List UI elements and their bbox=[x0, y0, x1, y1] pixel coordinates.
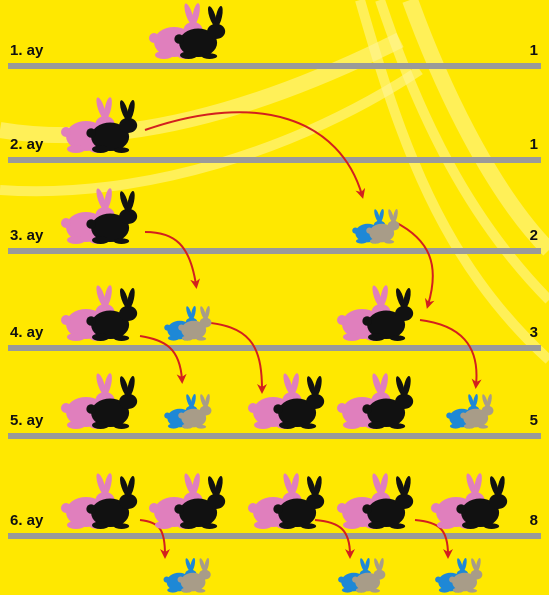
month-label-4: 4. ay bbox=[10, 325, 43, 340]
adult-pair-6 bbox=[337, 285, 413, 341]
ground-line-2 bbox=[8, 157, 541, 163]
adult-pair-1 bbox=[61, 97, 137, 153]
month-label-6: 6. ay bbox=[10, 513, 43, 528]
pair-count-5: 5 bbox=[508, 413, 538, 428]
baby-pair-bottom-1 bbox=[338, 558, 385, 593]
pair-count-4: 3 bbox=[508, 325, 538, 340]
adult-pair-7 bbox=[61, 373, 137, 429]
month-label-3: 3. ay bbox=[10, 228, 43, 243]
month-label-5: 5. ay bbox=[10, 413, 43, 428]
adult-pair-10 bbox=[337, 373, 413, 429]
arrow-3 bbox=[140, 336, 182, 380]
ground-line-6 bbox=[8, 533, 541, 539]
adult-pair-9 bbox=[248, 373, 324, 429]
baby-pair-5 bbox=[164, 306, 211, 341]
pair-count-2: 1 bbox=[508, 137, 538, 152]
baby-pair-bottom-0 bbox=[164, 558, 211, 593]
ground-line-3 bbox=[8, 248, 541, 254]
baby-pair-11 bbox=[446, 394, 493, 429]
adult-pair-13 bbox=[149, 473, 225, 529]
adult-pair-15 bbox=[337, 473, 413, 529]
arrow-4 bbox=[200, 322, 262, 390]
adult-pair-12 bbox=[61, 473, 137, 529]
pair-count-6: 8 bbox=[508, 513, 538, 528]
ground-line-4 bbox=[8, 345, 541, 351]
baby-pair-bottom-2 bbox=[435, 558, 482, 593]
background-swirls bbox=[0, 0, 549, 360]
baby-pair-3 bbox=[352, 209, 399, 244]
adult-pair-0 bbox=[149, 3, 225, 59]
pair-count-1: 1 bbox=[508, 43, 538, 58]
ground-line-5 bbox=[8, 433, 541, 439]
pair-count-3: 2 bbox=[508, 228, 538, 243]
arrow-1 bbox=[145, 232, 196, 285]
baby-pair-8 bbox=[164, 394, 211, 429]
arrow-5 bbox=[420, 320, 477, 385]
adult-pair-2 bbox=[61, 188, 137, 244]
ground-line-1 bbox=[8, 63, 541, 69]
month-label-1: 1. ay bbox=[10, 43, 43, 58]
adult-pair-4 bbox=[61, 285, 137, 341]
adult-pair-16 bbox=[431, 473, 507, 529]
adult-pair-14 bbox=[248, 473, 324, 529]
month-label-2: 2. ay bbox=[10, 137, 43, 152]
